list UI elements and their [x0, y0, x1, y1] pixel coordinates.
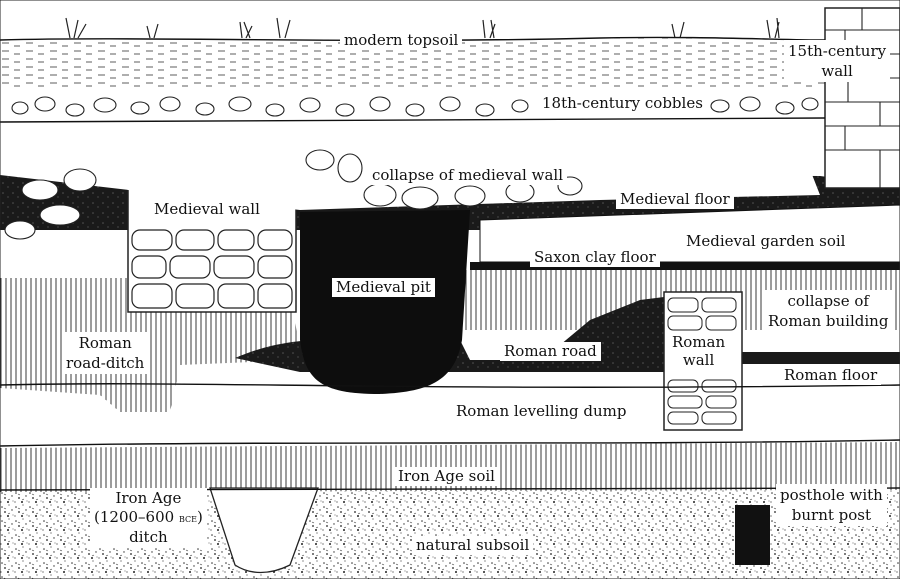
roman-floor-layer	[740, 352, 900, 364]
label-15th-century-wall-line1: 15th-century	[788, 41, 886, 61]
label-medieval-pit: Medieval pit	[332, 278, 435, 297]
label-15th-century-wall-line2: wall	[788, 61, 886, 81]
label-18th-century-cobbles: 18th-century cobbles	[538, 94, 707, 113]
label-roman-road-ditch-line2: road-ditch	[66, 353, 144, 373]
label-roman-wall-line1: Roman	[672, 333, 725, 351]
label-roman-wall: Roman wall	[668, 332, 729, 370]
label-medieval-wall: Medieval wall	[150, 200, 264, 219]
posthole	[735, 505, 770, 565]
label-iron-age-ditch: Iron Age (1200–600 bce) ditch	[90, 488, 207, 548]
label-roman-road: Roman road	[500, 342, 601, 361]
label-15th-century-wall: 15th-century wall	[784, 40, 890, 82]
label-medieval-floor: Medieval floor	[616, 190, 734, 209]
label-posthole-line1: posthole with	[780, 485, 883, 505]
label-collapse-of-roman-building: collapse of Roman building	[764, 290, 892, 332]
label-natural-subsoil: natural subsoil	[412, 536, 533, 555]
label-roman-levelling-dump: Roman levelling dump	[452, 402, 630, 421]
label-iron-age-ditch-line2: (1200–600 bce)	[94, 508, 203, 528]
label-iron-age-soil: Iron Age soil	[394, 467, 499, 486]
fifteenth-century-wall	[825, 8, 900, 188]
label-collapse-of-roman-building-line1: collapse of	[768, 291, 888, 311]
label-iron-age-ditch-line3: ditch	[94, 528, 203, 547]
label-roman-floor: Roman floor	[780, 366, 881, 385]
label-saxon-clay-floor: Saxon clay floor	[530, 248, 660, 267]
label-collapse-of-roman-building-line2: Roman building	[768, 311, 888, 331]
label-roman-road-ditch: Roman road-ditch	[62, 332, 148, 374]
label-roman-road-ditch-line1: Roman	[66, 333, 144, 353]
label-medieval-garden-soil: Medieval garden soil	[682, 232, 849, 251]
label-roman-wall-line2: wall	[672, 351, 725, 369]
label-collapse-of-medieval-wall: collapse of medieval wall	[368, 166, 567, 185]
label-iron-age-ditch-line1: Iron Age	[94, 489, 203, 508]
medieval-pit	[300, 210, 470, 394]
label-posthole-line2: burnt post	[780, 505, 883, 525]
label-modern-topsoil: modern topsoil	[340, 31, 462, 50]
label-posthole-with-burnt-post: posthole with burnt post	[776, 484, 887, 526]
